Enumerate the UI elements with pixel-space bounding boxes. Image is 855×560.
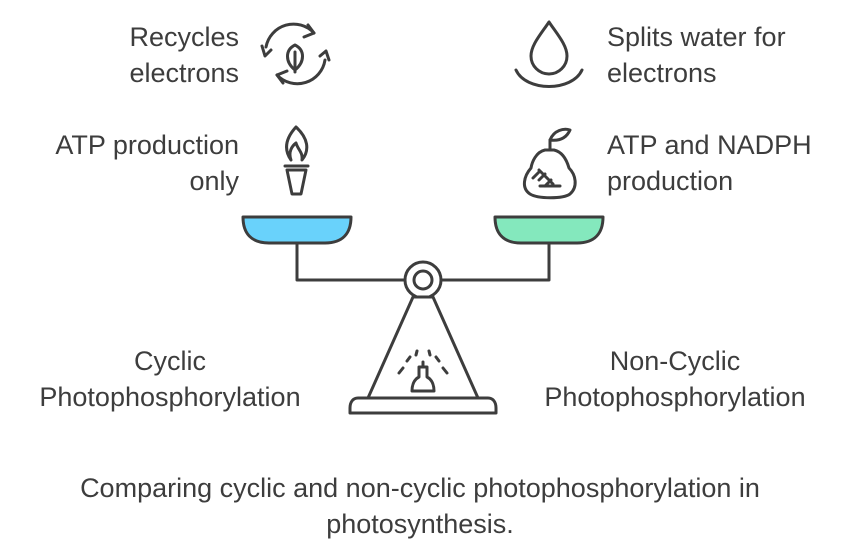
left-pan [241, 215, 353, 245]
diagram-caption: Comparing cyclic and non-cyclic photopho… [80, 473, 760, 539]
scale-base [348, 396, 498, 415]
pear-icon [523, 127, 577, 200]
right-pan [493, 215, 605, 245]
water-drop-icon [514, 20, 584, 88]
recycle-leaf-icon [260, 22, 331, 86]
gauge-icon [397, 349, 449, 393]
torch-icon [283, 125, 310, 196]
scale-beam [295, 241, 551, 282]
